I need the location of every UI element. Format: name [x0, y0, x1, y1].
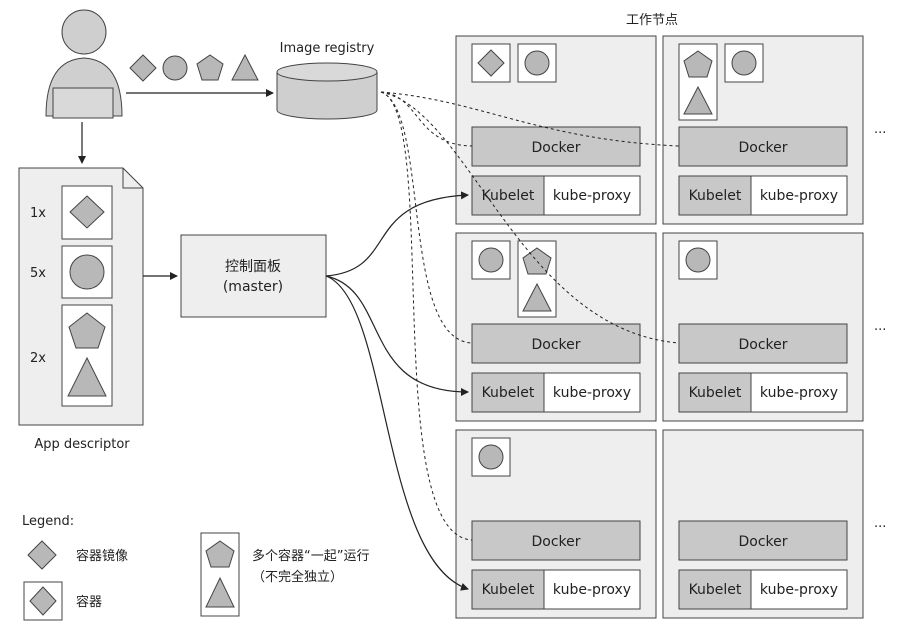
workers-title: 工作节点	[626, 13, 678, 28]
docker-label: Docker	[738, 337, 787, 353]
kube-proxy-label: kube-proxy	[553, 582, 631, 598]
registry-label: Image registry	[280, 41, 375, 56]
docker-label: Docker	[738, 534, 787, 550]
master-to-kubelet-arrows	[325, 191, 469, 591]
master-box	[180, 234, 327, 318]
image-pull-lines	[380, 91, 680, 541]
developer-icon	[45, 9, 123, 119]
image-registry-icon	[276, 62, 378, 120]
legend-pod-triangle-icon	[205, 576, 235, 608]
node-containers	[471, 43, 764, 477]
kubelet-label: Kubelet	[689, 188, 742, 204]
legend-image-icon	[27, 540, 57, 570]
legend-pod-line2: （不完全独立）	[252, 569, 343, 585]
kubelet-label: Kubelet	[689, 385, 742, 401]
kubelet-label: Kubelet	[482, 188, 535, 204]
kube-proxy-label: kube-proxy	[760, 188, 838, 204]
descriptor-count-2: 5x	[30, 266, 46, 281]
kubelet-label: Kubelet	[482, 582, 535, 598]
legend-pod-line1: 多个容器“一起”运行	[252, 548, 369, 564]
more-nodes-indicator: ...	[874, 319, 886, 334]
descriptor-count-3: 2x	[30, 351, 46, 366]
kube-proxy-label: kube-proxy	[760, 385, 838, 401]
image-shapes	[129, 53, 259, 82]
kube-proxy-label: kube-proxy	[553, 385, 631, 401]
master-subtitle: (master)	[223, 279, 283, 295]
kubelet-label: Kubelet	[482, 385, 535, 401]
node-components	[471, 126, 848, 610]
descriptor-count-1: 1x	[30, 206, 46, 221]
docker-label: Docker	[531, 140, 580, 156]
docker-label: Docker	[531, 534, 580, 550]
legend-title: Legend:	[22, 514, 74, 529]
more-nodes-indicator: ...	[874, 122, 886, 137]
docker-label: Docker	[738, 140, 787, 156]
kube-proxy-label: kube-proxy	[553, 188, 631, 204]
master-title: 控制面板	[225, 259, 281, 275]
app-descriptor	[18, 167, 144, 426]
legend-image-label: 容器镜像	[76, 548, 128, 564]
legend-container-label: 容器	[76, 594, 102, 610]
kube-proxy-label: kube-proxy	[760, 582, 838, 598]
descriptor-label: App descriptor	[34, 437, 130, 452]
legend-pod-pentagon-icon	[205, 540, 235, 568]
docker-label: Docker	[531, 337, 580, 353]
legend-container-icon	[29, 586, 57, 616]
more-nodes-indicator: ...	[874, 516, 886, 531]
kubelet-label: Kubelet	[689, 582, 742, 598]
